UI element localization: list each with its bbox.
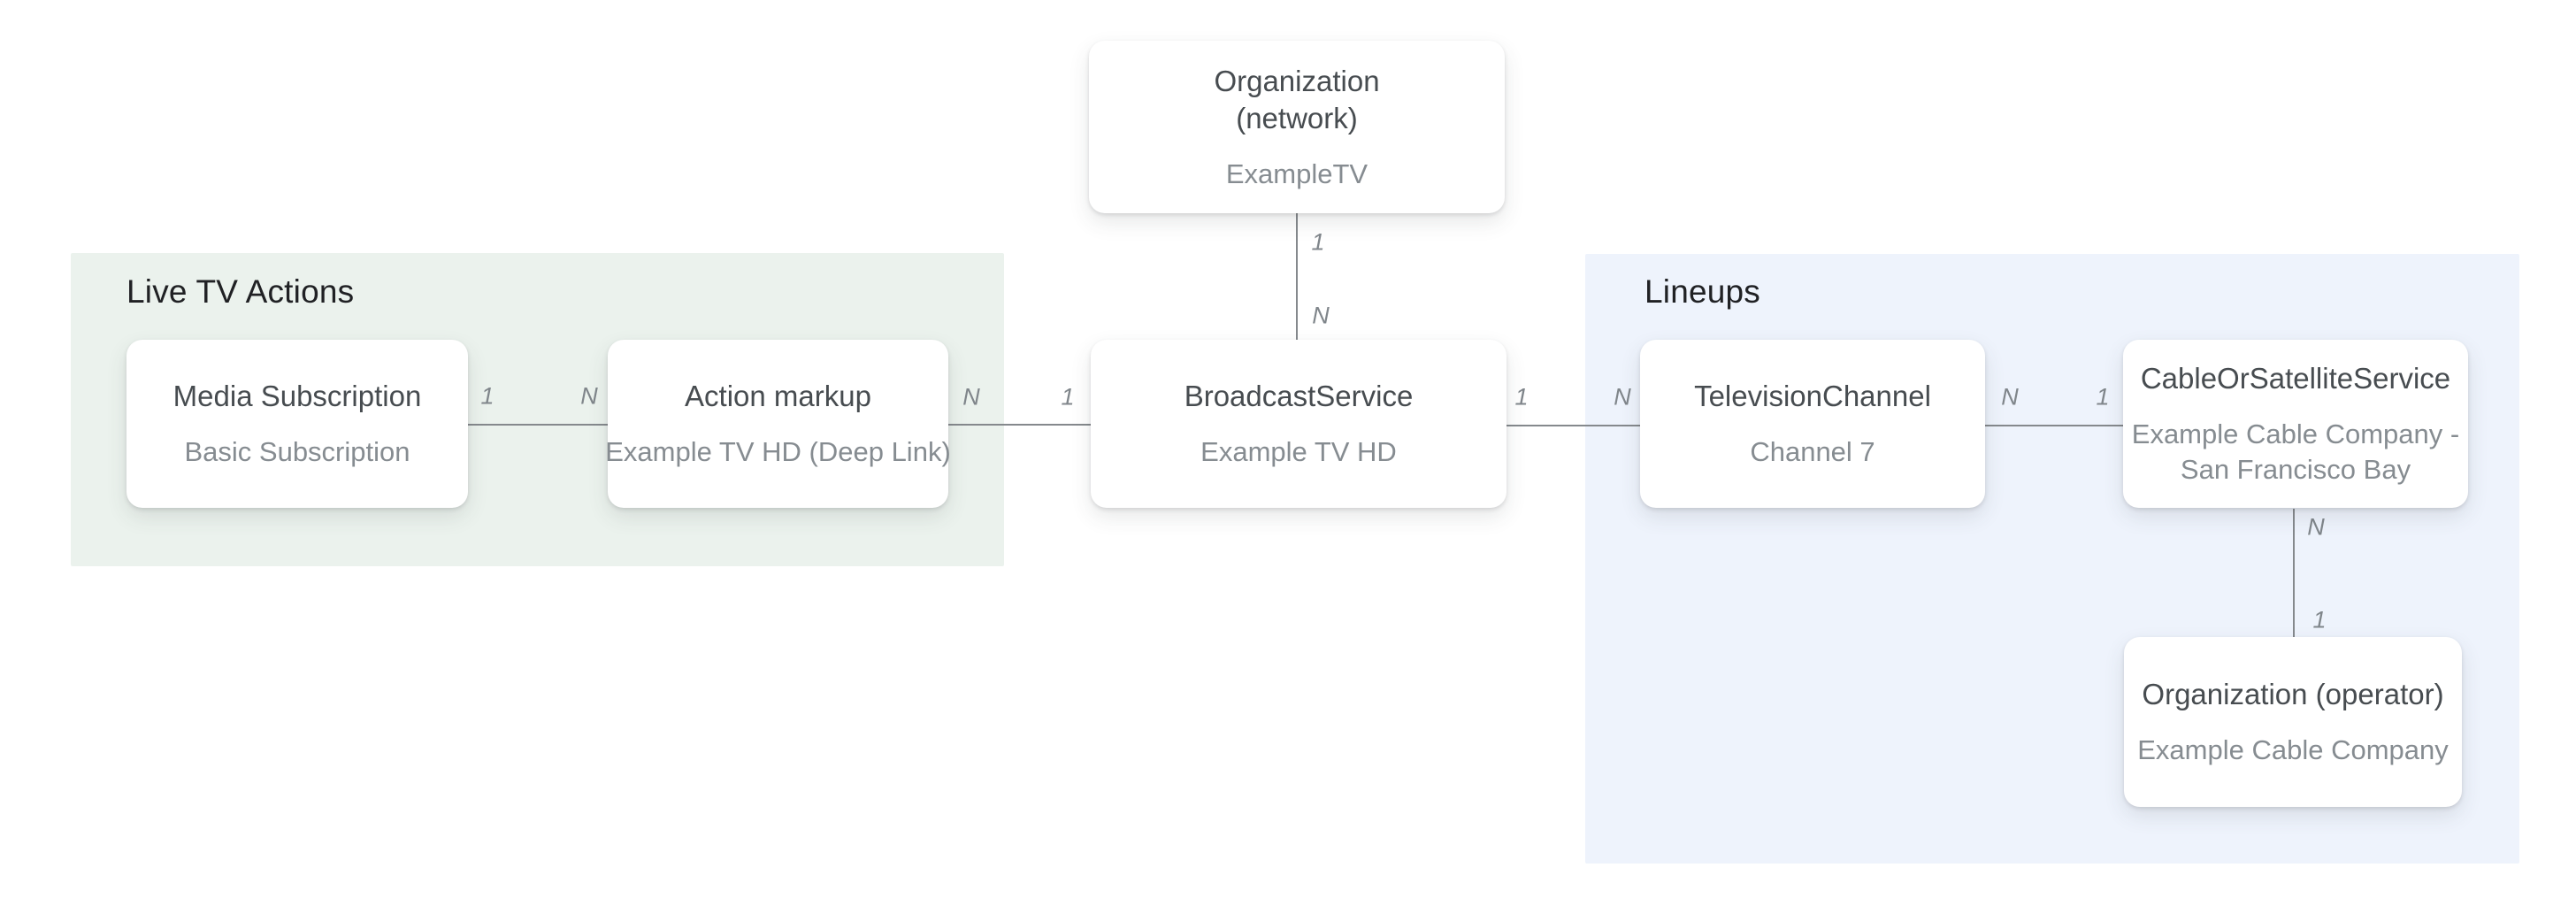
node-subtitle: Example Cable Company (2137, 734, 2449, 765)
cardinality-label: N (580, 382, 598, 410)
cardinality-label: N (2001, 383, 2019, 411)
cardinality-label: 1 (480, 382, 494, 410)
node-title: Organization (operator) (2142, 678, 2444, 710)
node-organization-network: Organization (network) ExampleTV (1089, 41, 1505, 213)
node-broadcast-service: BroadcastService Example TV HD (1091, 340, 1506, 508)
node-title: Organization (network) (1214, 63, 1379, 137)
node-title-line1: Organization (1214, 64, 1380, 97)
cardinality-label: 1 (1061, 383, 1075, 411)
lineups-heading: Lineups (1644, 273, 1761, 310)
edge-action-markup-to-broadcast-service (948, 424, 1091, 426)
node-title: BroadcastService (1184, 380, 1414, 412)
node-television-channel: TelevisionChannel Channel 7 (1640, 340, 1985, 508)
node-subtitle: ExampleTV (1225, 157, 1368, 189)
node-subtitle: Example TV HD (1200, 436, 1397, 467)
node-subtitle-line1: Example Cable Company - (2131, 418, 2460, 449)
node-title: Media Subscription (172, 380, 422, 412)
node-subtitle: Example TV HD (Deep Link) (605, 436, 951, 467)
node-subtitle-line2: San Francisco Bay (2180, 454, 2411, 485)
cardinality-label: N (2307, 513, 2325, 541)
node-subtitle: Basic Subscription (184, 436, 410, 467)
node-organization-operator: Organization (operator) Example Cable Co… (2124, 637, 2462, 807)
cardinality-label: 1 (1514, 383, 1529, 411)
edge-cable-or-satellite-service-to-org-operator (2293, 509, 2295, 637)
edge-media-subscription-to-action-markup (468, 424, 608, 426)
node-title-line2: (network) (1236, 101, 1358, 134)
live-tv-actions-heading: Live TV Actions (126, 273, 355, 310)
node-title: CableOrSatelliteService (2140, 362, 2451, 395)
cardinality-label: N (1614, 383, 1631, 411)
node-title: TelevisionChannel (1694, 380, 1931, 412)
cardinality-label: N (962, 383, 980, 411)
node-cable-or-satellite-service: CableOrSatelliteService Example Cable Co… (2123, 340, 2468, 508)
node-subtitle: Channel 7 (1750, 436, 1875, 467)
edge-television-channel-to-cable-or-satellite-service (1985, 425, 2123, 426)
node-action-markup: Action markup Example TV HD (Deep Link) (605, 340, 951, 508)
node-title: Action markup (685, 380, 871, 412)
cardinality-label: N (1312, 302, 1330, 329)
cardinality-label: 1 (2312, 606, 2327, 633)
cardinality-label: 1 (2096, 383, 2110, 411)
edge-broadcast-service-to-television-channel (1506, 425, 1640, 426)
node-media-subscription: Media Subscription Basic Subscription (126, 340, 468, 508)
node-subtitle: Example Cable Company - San Francisco Ba… (2132, 417, 2459, 488)
cardinality-label: 1 (1311, 228, 1325, 256)
edge-org-network-to-broadcast-service (1296, 213, 1298, 340)
